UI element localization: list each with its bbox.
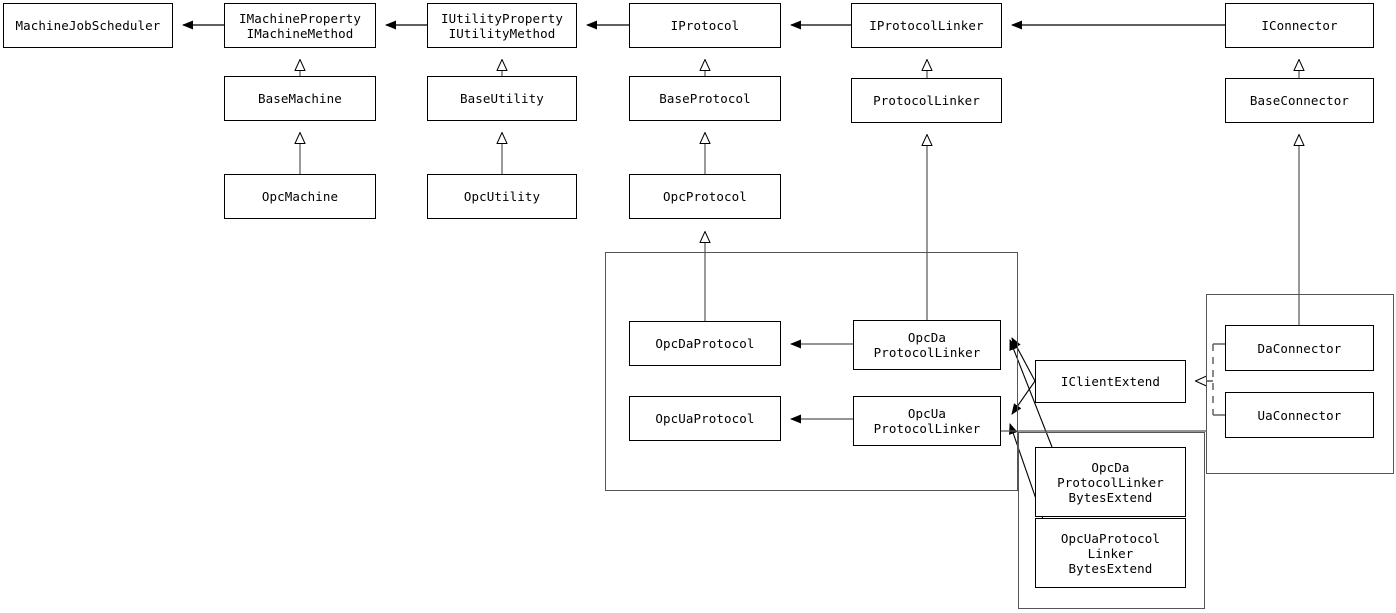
class-node-label: OpcUaProtocol [655,411,755,426]
class-node-BaseMachine[interactable]: BaseMachine [224,76,376,121]
class-node-label: BaseUtility [460,91,544,106]
class-node-ProtocolLinker[interactable]: ProtocolLinker [851,78,1002,123]
class-node-OpcUaProtocolLinkerBytes[interactable]: OpcUaProtocol Linker BytesExtend [1035,518,1186,588]
class-node-IProtocolLinker[interactable]: IProtocolLinker [851,3,1002,48]
class-node-label: IUtilityProperty IUtilityMethod [440,10,563,41]
group-client-extend [1018,432,1205,609]
class-node-label: IMachineProperty IMachineMethod [238,10,361,41]
class-node-label: OpcDa ProtocolLinker [873,330,981,360]
class-node-label: OpcDa ProtocolLinker BytesExtend [1057,459,1164,505]
class-node-label: BaseMachine [258,91,342,106]
class-node-IMachineProperty[interactable]: IMachineProperty IMachineMethod [224,3,376,48]
class-node-IUtilityProperty[interactable]: IUtilityProperty IUtilityMethod [427,3,577,48]
class-node-BaseConnector[interactable]: BaseConnector [1225,78,1374,123]
group-connectors [1206,294,1394,474]
class-node-IClientExtend[interactable]: IClientExtend [1035,360,1186,403]
class-node-BaseUtility[interactable]: BaseUtility [427,76,577,121]
class-node-DaConnector[interactable]: DaConnector [1225,325,1374,371]
class-node-OpcProtocol[interactable]: OpcProtocol [629,174,781,219]
class-node-label: ProtocolLinker [873,93,980,108]
class-node-OpcDaProtocolLinker[interactable]: OpcDa ProtocolLinker [853,320,1001,370]
class-node-OpcDaProtocolLinkerBytes[interactable]: OpcDa ProtocolLinker BytesExtend [1035,447,1186,517]
class-node-IConnector[interactable]: IConnector [1225,3,1374,48]
class-node-OpcUaProtocol[interactable]: OpcUaProtocol [629,396,781,441]
class-node-OpcUaProtocolLinker[interactable]: OpcUa ProtocolLinker [853,396,1001,446]
class-node-label: OpcUtility [463,189,541,204]
class-node-label: MachineJobScheduler [15,18,161,33]
class-node-label: IClientExtend [1060,374,1161,389]
group-opc-protocols [605,252,1018,491]
class-node-label: OpcMachine [261,189,339,204]
class-node-label: OpcDaProtocol [655,336,755,351]
class-node-label: BaseProtocol [659,91,751,106]
class-node-IProtocol[interactable]: IProtocol [629,3,781,48]
edge-iclientextend-to-opcualinker [1011,380,1036,415]
class-node-label: IConnector [1261,18,1338,33]
class-node-BaseProtocol[interactable]: BaseProtocol [629,76,781,121]
class-node-label: IProtocol [670,18,740,33]
class-node-OpcDaProtocol[interactable]: OpcDaProtocol [629,321,781,366]
class-node-label: OpcUa ProtocolLinker [873,406,981,436]
class-node-OpcUtility[interactable]: OpcUtility [427,174,577,219]
class-node-label: OpcProtocol [663,189,747,204]
class-node-OpcMachine[interactable]: OpcMachine [224,174,376,219]
class-node-label: IProtocolLinker [869,18,984,33]
class-node-MachineJobScheduler[interactable]: MachineJobScheduler [3,3,173,48]
class-node-UaConnector[interactable]: UaConnector [1225,392,1374,438]
class-node-label: DaConnector [1257,340,1342,356]
class-node-label: OpcUaProtocol Linker BytesExtend [1060,530,1161,576]
class-node-label: BaseConnector [1249,93,1350,108]
class-node-label: UaConnector [1257,407,1342,423]
